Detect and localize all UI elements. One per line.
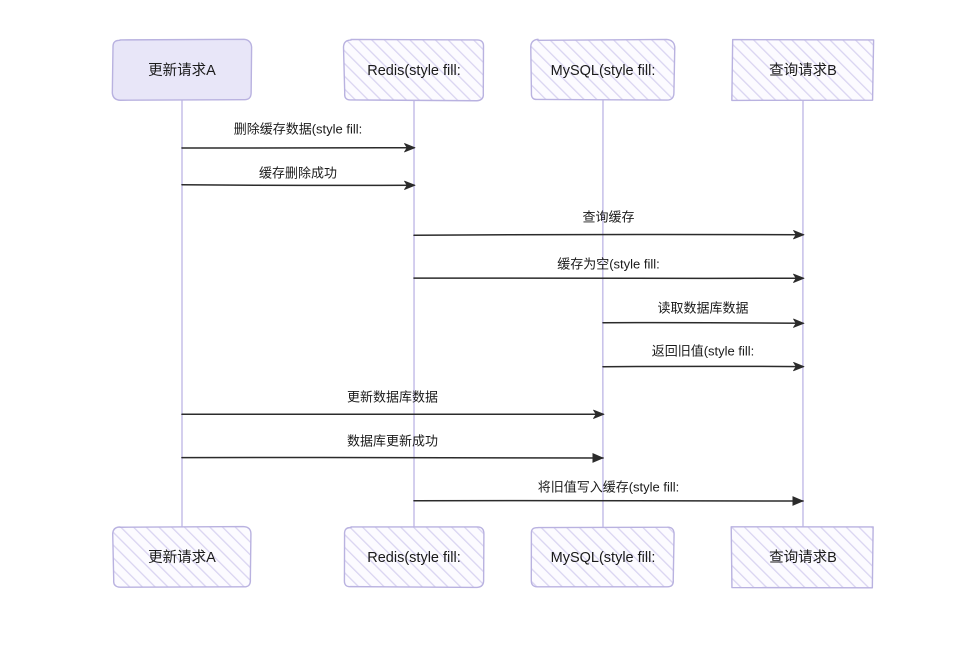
participant-label-a: 更新请求A [148,549,216,566]
participant-box-shape [730,526,874,589]
message-label-7: 更新数据库数据 [347,389,438,404]
participant-box-shape [530,38,676,101]
participant-box-shape [530,526,675,588]
participant-box-a-top[interactable]: 更新请求A [111,38,253,101]
message-label-4: 缓存为空(style fill: [557,256,660,271]
message-1[interactable]: 删除缓存数据(style fill: [181,121,416,153]
message-8[interactable]: 数据库更新成功 [181,433,604,463]
participant-box-a-bottom[interactable]: 更新请求A [112,525,252,588]
participant-label-redis: Redis(style fill: [367,550,460,566]
participant-label-mysql: MySQL(style fill: [551,550,656,566]
participant-box-b-top[interactable]: 查询请求B [731,38,875,102]
participant-label-redis: Redis(style fill: [367,63,460,79]
message-4[interactable]: 缓存为空(style fill: [413,256,805,283]
participant-label-a: 更新请求A [148,62,216,79]
message-label-9: 将旧值写入缓存(style fill: [538,479,680,494]
participant-box-redis-bottom[interactable]: Redis(style fill: [343,526,485,589]
message-label-1: 删除缓存数据(style fill: [234,121,363,136]
message-arrow-5 [602,318,805,328]
message-5[interactable]: 读取数据库数据 [602,300,805,328]
participant-box-shape [343,526,485,589]
participant-box-redis-top[interactable]: Redis(style fill: [342,38,485,102]
participant-box-shape [111,38,253,101]
message-label-6: 返回旧值(style fill: [652,343,755,358]
participant-label-b: 查询请求B [769,549,837,566]
message-arrow-8 [181,453,604,463]
message-label-3: 查询缓存 [582,209,634,224]
participant-box-shape [342,38,485,102]
participant-label-mysql: MySQL(style fill: [551,63,656,79]
message-arrow-3 [413,230,805,240]
participant-box-shape [731,38,875,102]
participant-boxes-group: 更新请求A Redis(style fill: MySQL(style fill: 查… [111,38,875,589]
lifelines-group [181,99,804,528]
message-6[interactable]: 返回旧值(style fill: [602,343,805,372]
participant-label-b: 查询请求B [769,62,837,79]
message-arrow-2 [181,180,416,190]
message-3[interactable]: 查询缓存 [413,209,805,240]
message-7[interactable]: 更新数据库数据 [181,389,605,419]
message-label-5: 读取数据库数据 [657,300,748,315]
participant-box-mysql-top[interactable]: MySQL(style fill: [530,38,676,101]
participant-box-shape [112,525,252,588]
message-2[interactable]: 缓存删除成功 [181,165,416,190]
message-9[interactable]: 将旧值写入缓存(style fill: [413,479,804,506]
participant-box-b-bottom[interactable]: 查询请求B [730,526,874,589]
message-label-8: 数据库更新成功 [347,433,438,448]
message-label-2: 缓存删除成功 [259,165,337,180]
participant-box-mysql-bottom[interactable]: MySQL(style fill: [530,526,675,588]
